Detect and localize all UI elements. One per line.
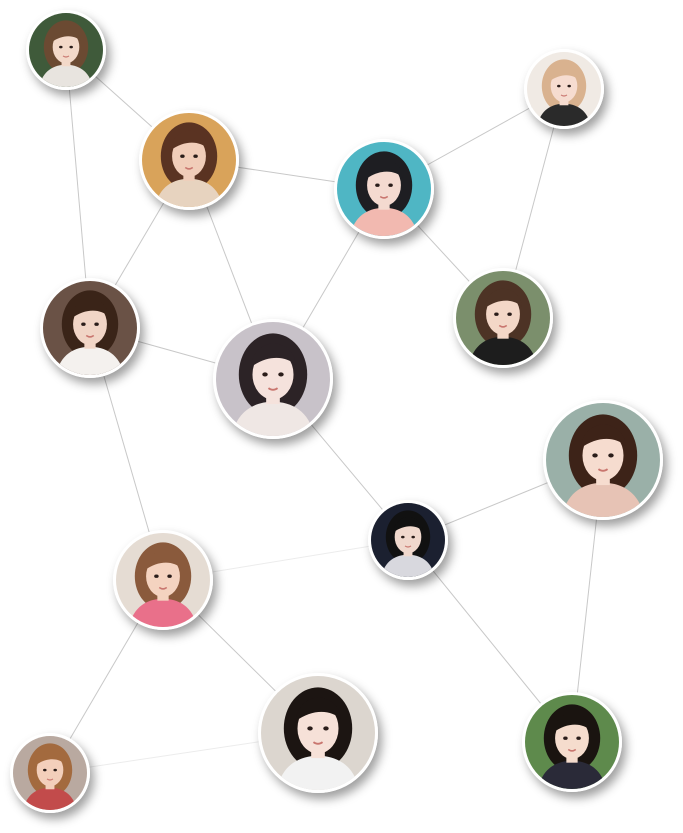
- avatar-node-a1[interactable]: [26, 10, 106, 90]
- avatar-node-a10[interactable]: [113, 530, 213, 630]
- avatar-node-a5[interactable]: [40, 278, 140, 378]
- avatar-node-a4[interactable]: [334, 139, 434, 239]
- avatar-node-a3[interactable]: [139, 110, 239, 210]
- avatar-node-a11[interactable]: [258, 673, 378, 793]
- portrait-icon: [525, 695, 619, 789]
- portrait-icon: [142, 113, 236, 207]
- avatar-node-a13[interactable]: [10, 733, 90, 813]
- portrait-icon: [43, 281, 137, 375]
- avatar-node-a12[interactable]: [522, 692, 622, 792]
- portrait-icon: [337, 142, 431, 236]
- avatar-node-a6[interactable]: [213, 319, 333, 439]
- portrait-icon: [116, 533, 210, 627]
- portrait-icon: [527, 52, 601, 126]
- portrait-icon: [216, 322, 330, 436]
- avatar-node-a8[interactable]: [543, 400, 663, 520]
- portrait-icon: [546, 403, 660, 517]
- avatar-node-a2[interactable]: [524, 49, 604, 129]
- portrait-icon: [456, 271, 550, 365]
- portrait-icon: [371, 503, 445, 577]
- portrait-icon: [29, 13, 103, 87]
- portrait-icon: [13, 736, 87, 810]
- portrait-icon: [261, 676, 375, 790]
- avatar-node-a9[interactable]: [368, 500, 448, 580]
- avatar-node-a7[interactable]: [453, 268, 553, 368]
